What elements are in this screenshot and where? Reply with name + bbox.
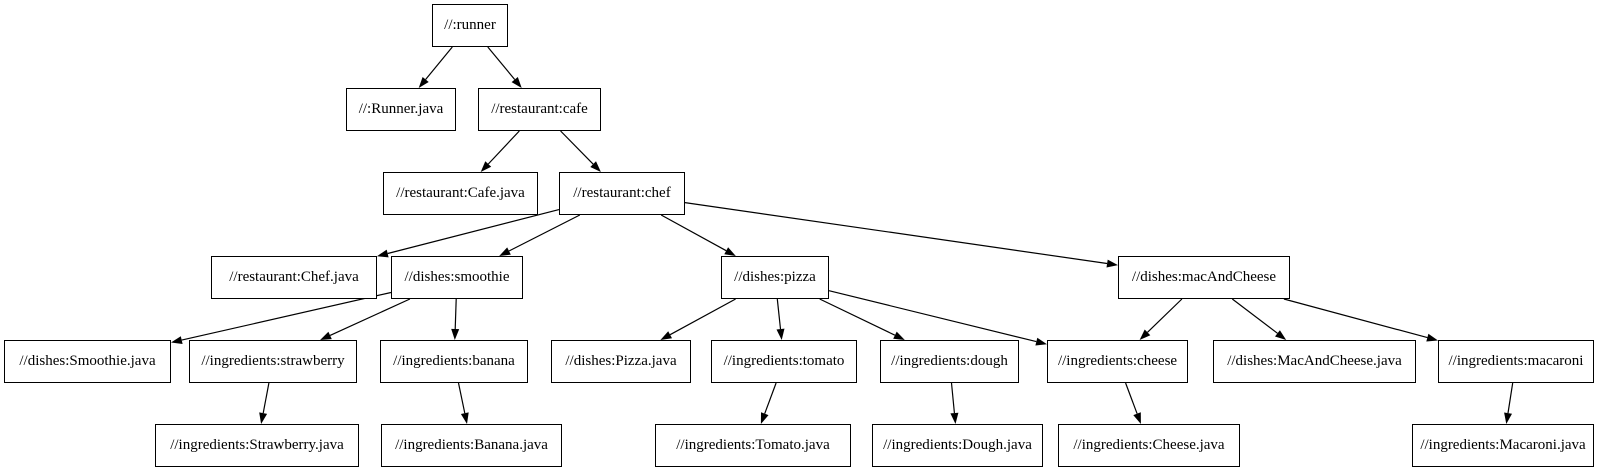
graph-node-cheese: //ingredients:cheese bbox=[1047, 340, 1188, 383]
arrowhead-icon bbox=[724, 247, 736, 256]
graph-edge-mac_and_cheese-to-cheese bbox=[1147, 298, 1183, 333]
graph-node-tomato_java: //ingredients:Tomato.java bbox=[655, 424, 851, 467]
arrowhead-icon bbox=[1275, 330, 1287, 340]
arrowhead-icon bbox=[499, 247, 511, 256]
arrowhead-icon bbox=[760, 412, 769, 424]
graph-node-smoothie_java: //dishes:Smoothie.java bbox=[4, 340, 171, 383]
graph-edge-runner-to-runner_java bbox=[425, 46, 453, 80]
graph-edge-banana-to-banana_java bbox=[457, 382, 466, 414]
arrowhead-icon bbox=[1133, 412, 1141, 424]
graph-node-tomato: //ingredients:tomato bbox=[711, 340, 857, 383]
graph-edge-dough-to-dough_java bbox=[950, 382, 955, 414]
graph-node-runner_java: //:Runner.java bbox=[346, 88, 456, 131]
graph-edge-chef-to-chef_java bbox=[387, 209, 560, 255]
arrowhead-icon bbox=[1106, 259, 1118, 268]
graph-node-mac_and_cheese: //dishes:macAndCheese bbox=[1118, 256, 1290, 299]
arrowhead-icon bbox=[590, 161, 601, 172]
graph-edge-runner-to-cafe bbox=[487, 46, 516, 80]
graph-edge-mac_and_cheese-to-macaroni bbox=[1283, 298, 1428, 339]
graph-node-chef_java: //restaurant:Chef.java bbox=[211, 256, 377, 299]
arrowhead-icon bbox=[1035, 337, 1047, 346]
arrowhead-icon bbox=[377, 249, 389, 258]
arrowhead-icon bbox=[418, 77, 429, 88]
graph-edge-macaroni-to-macaroni_java bbox=[1507, 382, 1514, 414]
graph-edge-cheese-to-cheese_java bbox=[1125, 382, 1138, 414]
graph-edge-tomato-to-tomato_java bbox=[764, 382, 777, 414]
graph-node-cafe: //restaurant:cafe bbox=[478, 88, 601, 131]
graph-node-smoothie: //dishes:smoothie bbox=[391, 256, 523, 299]
graph-node-pizza: //dishes:pizza bbox=[721, 256, 829, 299]
graph-node-mac_and_cheese_java: //dishes:MacAndCheese.java bbox=[1213, 340, 1416, 383]
arrowhead-icon bbox=[660, 331, 672, 340]
graph-node-banana: //ingredients:banana bbox=[380, 340, 528, 383]
graph-edge-pizza-to-pizza_java bbox=[669, 298, 736, 336]
graph-node-pizza_java: //dishes:Pizza.java bbox=[551, 340, 691, 383]
arrowhead-icon bbox=[259, 412, 268, 424]
graph-node-cafe_java: //restaurant:Cafe.java bbox=[383, 172, 538, 215]
graph-edge-mac_and_cheese-to-mac_and_cheese_java bbox=[1231, 298, 1278, 334]
graph-node-strawberry: //ingredients:strawberry bbox=[189, 340, 357, 383]
graph-edge-pizza-to-dough bbox=[819, 298, 896, 336]
arrowhead-icon bbox=[776, 328, 785, 340]
arrowhead-icon bbox=[1139, 329, 1151, 340]
graph-edge-chef-to-smoothie bbox=[508, 214, 581, 252]
graph-node-dough_java: //ingredients:Dough.java bbox=[872, 424, 1043, 467]
graph-node-runner: //:runner bbox=[432, 4, 508, 47]
graph-edge-smoothie-to-banana bbox=[454, 298, 457, 330]
graph-edge-cafe-to-cafe_java bbox=[487, 130, 520, 165]
arrowhead-icon bbox=[460, 412, 469, 424]
graph-node-macaroni_java: //ingredients:Macaroni.java bbox=[1412, 424, 1594, 467]
arrowhead-icon bbox=[451, 328, 460, 340]
arrowhead-icon bbox=[950, 412, 959, 424]
graph-node-dough: //ingredients:dough bbox=[880, 340, 1019, 383]
arrowhead-icon bbox=[511, 77, 522, 88]
arrowhead-icon bbox=[480, 161, 492, 172]
graph-node-banana_java: //ingredients:Banana.java bbox=[381, 424, 562, 467]
graph-edge-chef-to-pizza bbox=[660, 214, 727, 252]
graph-node-chef: //restaurant:chef bbox=[559, 172, 685, 215]
graph-edge-smoothie-to-smoothie_java bbox=[181, 291, 392, 341]
graph-edge-cafe-to-chef bbox=[560, 130, 594, 165]
arrowhead-icon bbox=[893, 331, 905, 340]
graph-node-cheese_java: //ingredients:Cheese.java bbox=[1058, 424, 1240, 467]
graph-edge-smoothie-to-strawberry bbox=[329, 298, 411, 336]
graph-edge-pizza-to-tomato bbox=[776, 298, 782, 330]
graph-edge-pizza-to-cheese bbox=[828, 290, 1037, 343]
arrowhead-icon bbox=[320, 331, 332, 340]
arrowhead-icon bbox=[1426, 333, 1438, 342]
arrowhead-icon bbox=[1504, 412, 1512, 424]
graph-edge-strawberry-to-strawberry_java bbox=[262, 382, 270, 414]
arrowhead-icon bbox=[171, 336, 183, 344]
graph-edge-chef-to-mac_and_cheese bbox=[684, 202, 1108, 265]
graph-node-strawberry_java: //ingredients:Strawberry.java bbox=[155, 424, 359, 467]
graph-node-macaroni: //ingredients:macaroni bbox=[1438, 340, 1594, 383]
